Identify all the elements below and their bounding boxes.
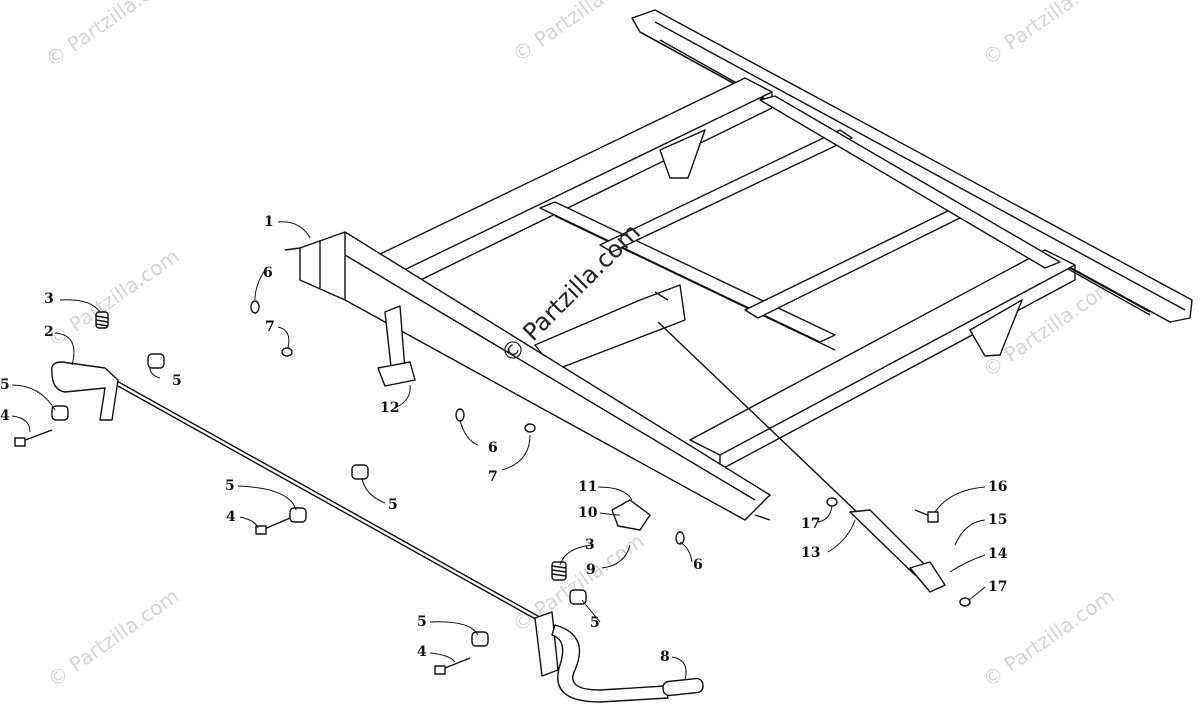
- bushing: [51, 353, 587, 647]
- center-brace: [534, 284, 686, 371]
- callout-3: 3: [44, 291, 54, 307]
- callout-4: 4: [0, 408, 10, 424]
- callout-12: 12: [380, 400, 400, 416]
- gusset: [659, 129, 706, 179]
- callout-4: 4: [226, 509, 236, 525]
- spring: [95, 311, 567, 581]
- right-lever: [534, 611, 704, 703]
- cross-members: [539, 95, 1061, 351]
- callout-5: 5: [172, 373, 182, 389]
- callout-6: 6: [263, 265, 273, 281]
- callout-11: 11: [578, 479, 598, 495]
- bolt: [14, 429, 939, 675]
- washer: [250, 300, 971, 607]
- callout-5: 5: [225, 478, 235, 494]
- callout-5: 5: [0, 377, 10, 393]
- right-rail: [689, 249, 1076, 471]
- callout-7: 7: [265, 319, 275, 335]
- callout-3: 3: [585, 537, 595, 553]
- callout-4: 4: [417, 644, 427, 660]
- leg-bracket: [377, 305, 416, 387]
- callout-17: 17: [801, 516, 821, 532]
- callout-6: 6: [693, 557, 703, 573]
- callout-13: 13: [801, 545, 821, 561]
- front-beam: [284, 231, 771, 521]
- callout-1: 1: [264, 214, 274, 230]
- callout-7: 7: [488, 469, 498, 485]
- callout-5: 5: [388, 497, 398, 513]
- callout-14: 14: [988, 546, 1008, 562]
- callout-2: 2: [44, 324, 54, 340]
- gusset: [969, 299, 1023, 357]
- strut: [657, 321, 946, 593]
- cross-shaft: [114, 379, 549, 627]
- left-rail: [371, 77, 773, 291]
- left-lever: [51, 361, 119, 421]
- leader-lines: [11, 221, 986, 681]
- callout-5: 5: [417, 614, 427, 630]
- callout-15: 15: [988, 512, 1008, 528]
- callout-10: 10: [578, 505, 598, 521]
- callout-9: 9: [586, 562, 596, 578]
- callout-8: 8: [660, 649, 670, 665]
- callout-5: 5: [590, 615, 600, 631]
- callout-17: 17: [988, 579, 1008, 595]
- mount-bracket: [611, 499, 651, 531]
- rear-rail: [631, 9, 1193, 323]
- callout-16: 16: [988, 479, 1008, 495]
- callout-6: 6: [488, 440, 498, 456]
